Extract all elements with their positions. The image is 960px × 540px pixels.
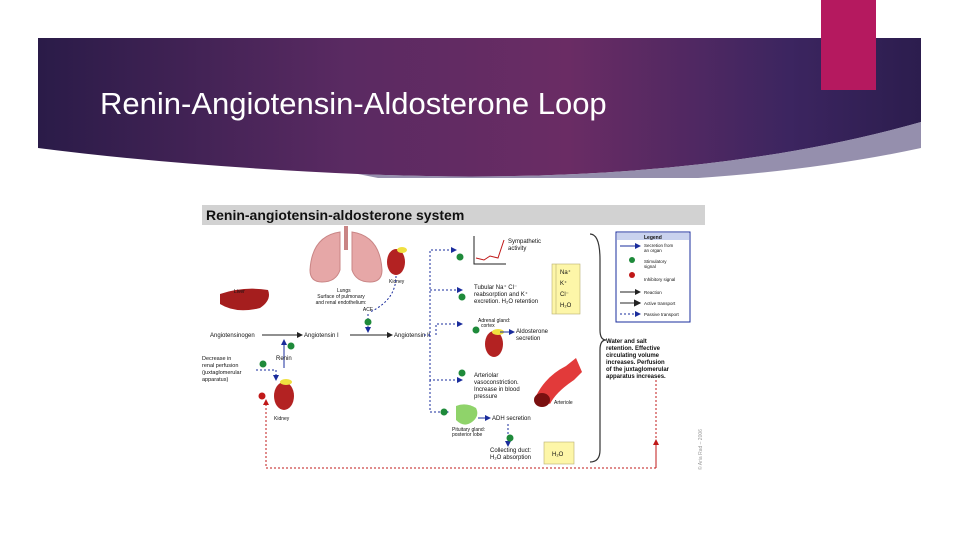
raas-diagram: Renin-angiotensin-aldosterone system Lun… <box>200 200 706 474</box>
legend-passive-transport-label: Passive transport <box>644 312 680 317</box>
arteriolar-line1: Arteriolar <box>474 373 498 379</box>
kidney-bottom-label: Kidney <box>274 416 290 422</box>
lungs-note-line1: Surface of pulmonary <box>317 294 365 300</box>
copyright-label: © Aria Rad – 2006 <box>697 429 704 470</box>
summary-line2: retention. Effective <box>606 346 661 352</box>
aldosterone-line1: Aldosterone <box>516 329 549 335</box>
diagram-title-bar <box>202 205 705 225</box>
arteriole-icon <box>534 358 582 407</box>
legend-stimulatory-icon <box>629 257 635 263</box>
lungs-label: Lungs <box>337 288 351 294</box>
legend-box <box>615 231 691 323</box>
legend-reaction-label: Reaction <box>644 290 662 295</box>
trigger-line4: apparatus) <box>202 377 228 383</box>
ion-h2o: H₂O <box>560 303 572 309</box>
angiotensin1-label: Angiotensin I <box>304 333 339 339</box>
slide-title: Renin-Angiotensin-Aldosterone Loop <box>100 86 607 121</box>
ace-label: ACE <box>363 307 374 313</box>
collecting-line2: H₂O absorption <box>490 455 531 461</box>
arteriolar-stimulatory-signal <box>458 369 466 377</box>
sympathetic-line2: activity <box>508 246 526 252</box>
legend-inhibitory-label: Inhibitory signal <box>644 277 675 282</box>
adrenal-label-line2: cortex <box>481 323 495 329</box>
arteriolar-line2: vasoconstriction. <box>474 380 519 386</box>
legend-stimulatory-line2: signal <box>644 264 656 269</box>
legend-secretion-line1: Secretion from <box>644 243 674 248</box>
pituitary-icon <box>456 404 478 425</box>
adrenal-kidney-icon <box>485 329 504 357</box>
adh-stimulatory-signal <box>506 434 514 442</box>
legend-inhibitory-icon <box>629 272 635 278</box>
branch-sympathetic <box>424 247 457 336</box>
trigger-line3: (juxtaglomerular <box>202 370 242 376</box>
legend-stimulatory-line1: Stimulatory <box>644 259 667 264</box>
tubular-line1: Tubular Na⁺ Cl⁻ <box>474 284 517 291</box>
branch-arteriolar <box>429 335 463 383</box>
aldosterone-line2: secretion <box>516 336 540 342</box>
adrenal-stimulatory-signal <box>472 326 480 334</box>
ion-k: K⁺ <box>560 280 567 287</box>
sympathetic-stimulatory-signal <box>456 253 464 261</box>
summary-line1: Water and salt <box>606 339 647 345</box>
renin-stimulatory-signal <box>287 342 295 350</box>
accent-bar <box>821 0 876 90</box>
trigger-arrow <box>256 369 279 381</box>
arteriolar-line3: Increase in blood <box>474 387 520 393</box>
adh-label: ADH secretion <box>492 416 531 422</box>
tubular-line2: reabsorption and K⁺ <box>474 291 528 298</box>
trigger-line2: renal perfusion <box>202 363 238 369</box>
diagram-title: Renin-angiotensin-aldosterone system <box>206 207 464 223</box>
summary-line4: increases. Perfusion <box>606 360 665 366</box>
summary-line5: of the juxtaglomerular <box>606 367 670 373</box>
ion-transport-box <box>551 263 581 315</box>
liver-icon <box>220 288 269 311</box>
branch-pituitary <box>429 380 449 415</box>
lungs-icon <box>309 226 383 283</box>
arteriolar-line4: pressure <box>474 394 498 400</box>
branch-adrenal <box>435 321 463 335</box>
trigger-stimulatory-signal <box>259 360 267 368</box>
ion-na: Na⁺ <box>560 269 571 276</box>
sympathetic-graph-icon <box>473 236 506 265</box>
sympathetic-line1: Sympathetic <box>508 239 541 245</box>
h2o-box-label: H₂O <box>552 452 564 458</box>
legend-secretion-line2: an organ <box>644 248 662 253</box>
liver-label: Liver <box>234 289 245 295</box>
lungs-note-line2: and renal endothelium: <box>316 300 367 306</box>
h2o-box <box>543 441 575 465</box>
legend-title: Legend <box>644 235 662 241</box>
summary-line3: circulating volume <box>606 353 660 359</box>
kidney-top-icon <box>387 247 407 275</box>
feedback-inhibitory-signal <box>258 392 266 400</box>
summary-bracket <box>589 233 607 463</box>
kidney-top-label: Kidney <box>389 279 405 285</box>
negative-feedback-loop <box>263 380 657 469</box>
angiotensinogen-label: Angiotensinogen <box>210 333 255 339</box>
ion-cl: Cl⁻ <box>560 292 569 298</box>
trigger-line1: Decrease in <box>202 356 231 362</box>
pituitary-stimulatory-signal <box>440 408 448 416</box>
legend-active-transport-label: Active transport <box>644 301 676 306</box>
title-banner <box>38 38 921 178</box>
pituitary-label-line2: posterior lobe <box>452 432 483 438</box>
angiotensin2-label: Angiotensin II <box>394 333 431 339</box>
summary-line6: apparatus increases. <box>606 374 666 380</box>
ace-stimulatory-signal <box>364 318 372 326</box>
adrenal-label-line1: Adrenal gland: <box>478 318 510 324</box>
collecting-line1: Collecting duct: <box>490 448 531 454</box>
pituitary-label-line1: Pituitary gland: <box>452 427 485 433</box>
renin-label: Renin <box>276 356 292 362</box>
tubular-line3: excretion. H₂O retention <box>474 299 538 305</box>
arteriole-label: Arteriole <box>554 400 573 406</box>
kidney-bottom-icon <box>274 379 294 410</box>
tubular-stimulatory-signal <box>458 293 466 301</box>
